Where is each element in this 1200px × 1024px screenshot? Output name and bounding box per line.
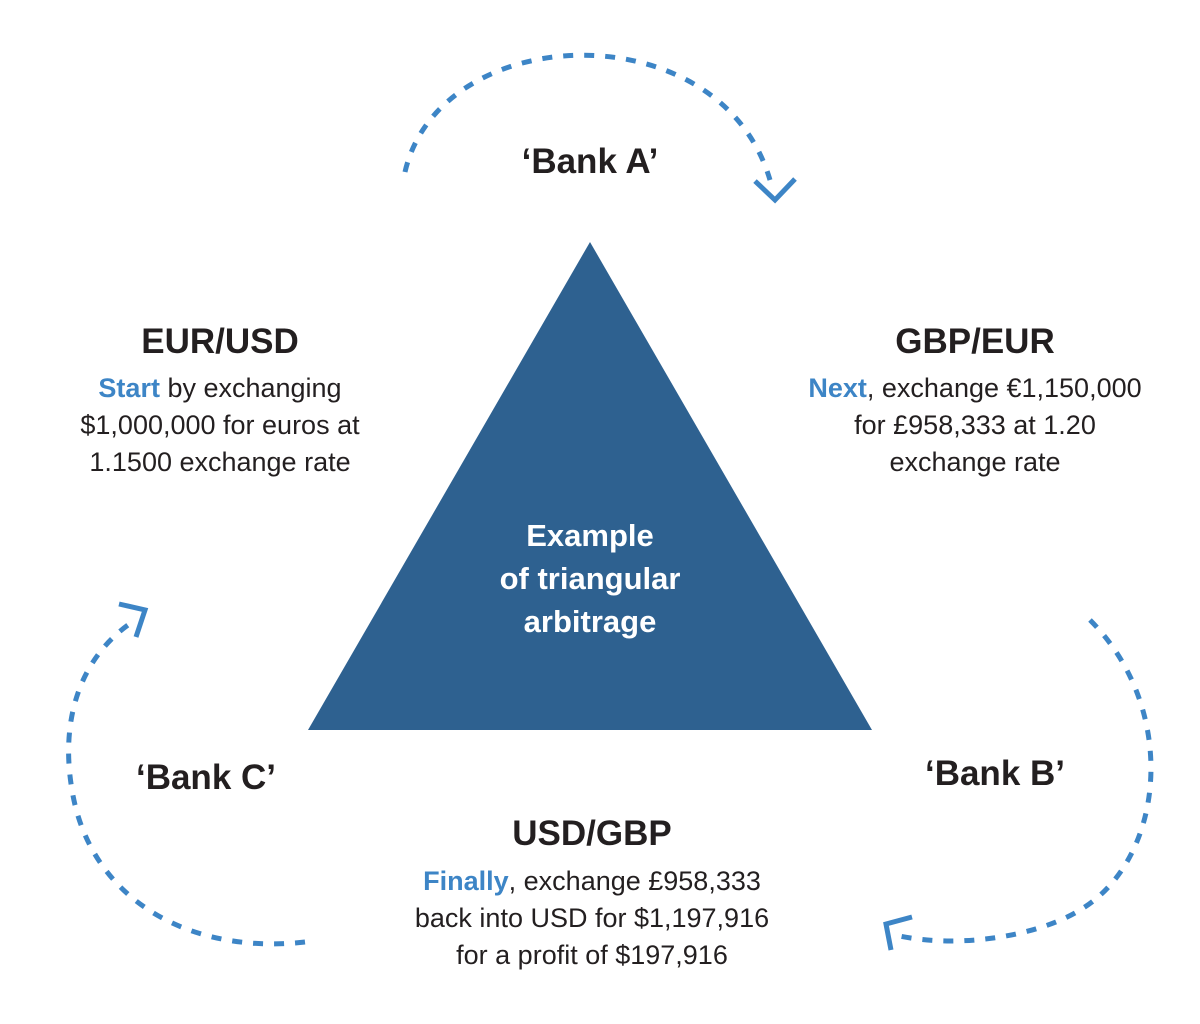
step-eur-usd-line-1-rest: by exchanging (159, 373, 342, 403)
step-usd-gbp-line-2: back into USD for $1,197,916 (414, 903, 770, 933)
step-eur-usd-line-3: 1.1500 exchange rate (89, 447, 351, 477)
dashed-arc-right (894, 618, 1154, 944)
step-gbp-eur-highlight: Next (808, 373, 867, 403)
step-gbp-eur-line-1-rest: , exchange €1,150,000 (866, 373, 1142, 403)
bank-b-label: ‘Bank B’ (924, 754, 1066, 793)
dashed-arc-top (402, 52, 773, 181)
center-label: Example of triangular arbitrage (440, 514, 740, 643)
step-eur-usd-description: Start by exchanging $1,000,000 for euros… (20, 370, 420, 481)
center-label-line-3: arbitrage (523, 604, 657, 639)
step-eur-usd-line-1: Start by exchanging (20, 370, 420, 407)
arrow-left-bank-c (66, 601, 306, 947)
pair-gbp-eur: GBP/EUR (895, 322, 1055, 361)
step-gbp-eur-line-3: exchange rate (889, 447, 1061, 477)
bank-a-label: ‘Bank A’ (521, 142, 659, 181)
step-gbp-eur-line-1: Next, exchange €1,150,000 (765, 370, 1185, 407)
arrowhead-right (883, 914, 913, 951)
step-usd-gbp-line-3: for a profit of $197,916 (456, 940, 728, 970)
arrow-top-bank-a (402, 52, 797, 204)
pair-eur-usd: EUR/USD (141, 322, 299, 361)
arrowhead-left (118, 601, 149, 638)
step-usd-gbp-line-1: Finally, exchange £958,333 (372, 863, 812, 900)
step-gbp-eur-line-2: for £958,333 at 1.20 (854, 410, 1096, 440)
dashed-arc-left (66, 622, 306, 947)
arrow-right-bank-b (883, 618, 1154, 951)
center-triangle (308, 242, 872, 730)
step-usd-gbp-highlight: Finally (423, 866, 509, 896)
step-eur-usd-line-2: $1,000,000 for euros at (80, 410, 360, 440)
step-usd-gbp-line-1-rest: , exchange £958,333 (508, 866, 761, 896)
step-eur-usd-highlight: Start (98, 373, 160, 403)
arrowhead-top (753, 177, 797, 204)
pair-usd-gbp: USD/GBP (512, 814, 672, 853)
bank-c-label: ‘Bank C’ (135, 758, 277, 797)
center-label-line-1: Example (526, 518, 654, 553)
center-label-line-2: of triangular (499, 561, 681, 596)
step-usd-gbp-description: Finally, exchange £958,333 back into USD… (372, 863, 812, 974)
step-gbp-eur-description: Next, exchange €1,150,000 for £958,333 a… (765, 370, 1185, 481)
